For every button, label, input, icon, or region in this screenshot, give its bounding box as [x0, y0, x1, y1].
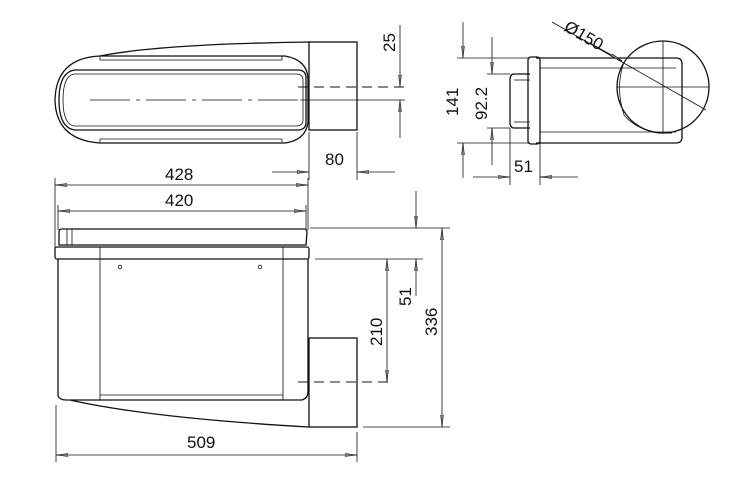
dim-80: 80 — [325, 150, 344, 169]
duct-outlet — [308, 41, 358, 131]
dim-diameter-150: Ø150 — [561, 17, 607, 54]
dim-420: 420 — [165, 191, 193, 210]
dim-428: 428 — [165, 165, 193, 184]
lid — [58, 228, 308, 246]
dim-210: 210 — [367, 318, 386, 346]
dim-509: 509 — [187, 433, 215, 452]
dim-336: 336 — [422, 308, 441, 336]
dim-141: 141 — [443, 88, 462, 116]
front-view: 428 420 210 51 336 509 — [54, 165, 450, 462]
duct-outlet-front — [308, 337, 358, 428]
dim-51-front: 51 — [396, 287, 415, 306]
dim-25: 25 — [380, 33, 399, 52]
dim-51-side: 51 — [514, 157, 533, 176]
top-view: 25 80 — [54, 25, 405, 180]
side-view: Ø150 141 92.2 51 — [443, 17, 710, 185]
dim-92-2: 92.2 — [472, 87, 491, 120]
